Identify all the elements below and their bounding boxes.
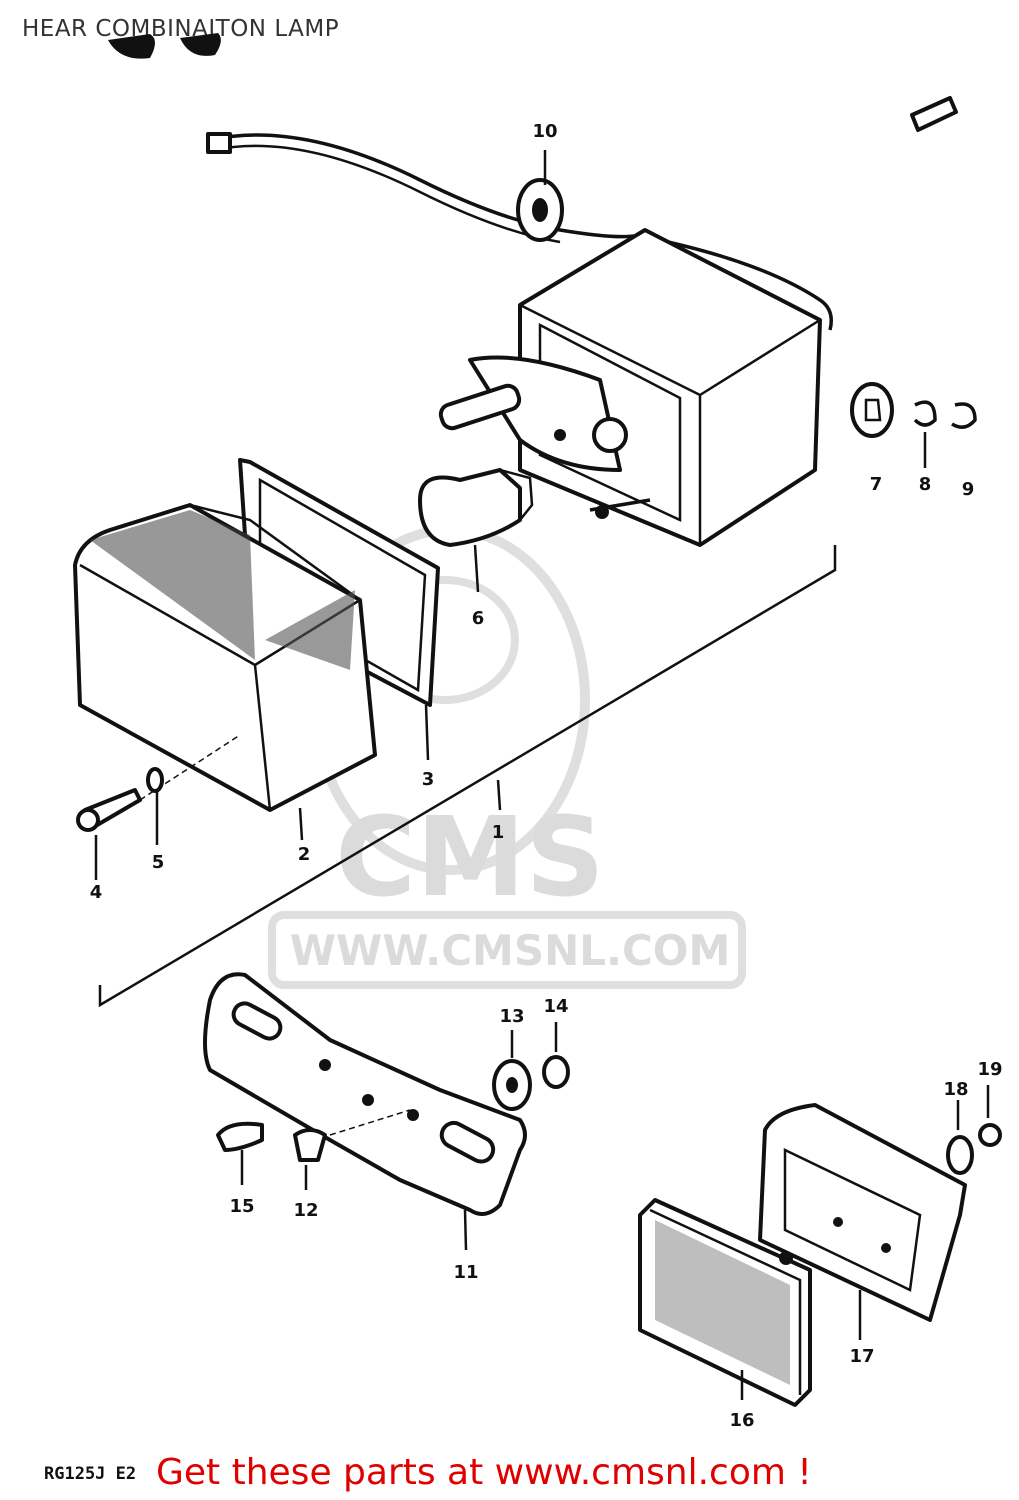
- part-label-13: 13: [499, 1006, 524, 1027]
- lamp-housing: [206, 132, 833, 547]
- model-code: RG125J E2: [44, 1464, 137, 1484]
- nut-and-washer: [492, 1022, 570, 1111]
- reflector-lens: [638, 1198, 812, 1407]
- part-label-7: 7: [870, 474, 883, 495]
- footer-link-text[interactable]: Get these parts at www.cmsnl.com !: [156, 1452, 812, 1493]
- part-label-5: 5: [152, 852, 165, 873]
- screw-and-washer: [76, 734, 241, 880]
- license-bracket: [203, 972, 527, 1251]
- connector-clip: [910, 96, 958, 132]
- part-labels: 1 2 3 4 5 6 7 8 9 10 11 12 13 14 15 16 1…: [90, 121, 1003, 1431]
- part-label-4: 4: [90, 882, 103, 903]
- lamp-lens: [73, 503, 377, 841]
- part-label-14: 14: [543, 996, 568, 1017]
- bracket-hardware: [216, 1109, 411, 1190]
- part-label-12: 12: [293, 1200, 318, 1221]
- part-label-9: 9: [962, 479, 975, 500]
- part-label-11: 11: [453, 1262, 478, 1283]
- watermark-url: WWW.CMSNL.COM: [290, 926, 731, 975]
- part-label-17: 17: [849, 1346, 874, 1367]
- watermark: CMS WWW.CMSNL.COM: [268, 525, 746, 989]
- part-label-18: 18: [943, 1079, 968, 1100]
- assembly-bracket: [98, 545, 837, 1008]
- part-label-10: 10: [532, 121, 557, 142]
- part-label-8: 8: [919, 474, 932, 495]
- part-label-15: 15: [229, 1196, 254, 1217]
- reflector-hardware: [946, 1085, 1002, 1175]
- part-label-16: 16: [729, 1410, 754, 1431]
- small-hardware-7-8-9: [850, 382, 977, 468]
- diagram-title: HEAR COMBINAITON LAMP: [22, 16, 340, 42]
- corner-marks: [108, 33, 221, 59]
- part-label-2: 2: [298, 844, 311, 865]
- part-label-3: 3: [422, 769, 435, 790]
- bulb: [418, 468, 534, 593]
- part-label-6: 6: [472, 608, 485, 629]
- watermark-brand: CMS: [335, 793, 604, 921]
- part-label-1: 1: [492, 822, 505, 843]
- part-label-19: 19: [977, 1059, 1002, 1080]
- reflector-housing: [758, 1103, 967, 1340]
